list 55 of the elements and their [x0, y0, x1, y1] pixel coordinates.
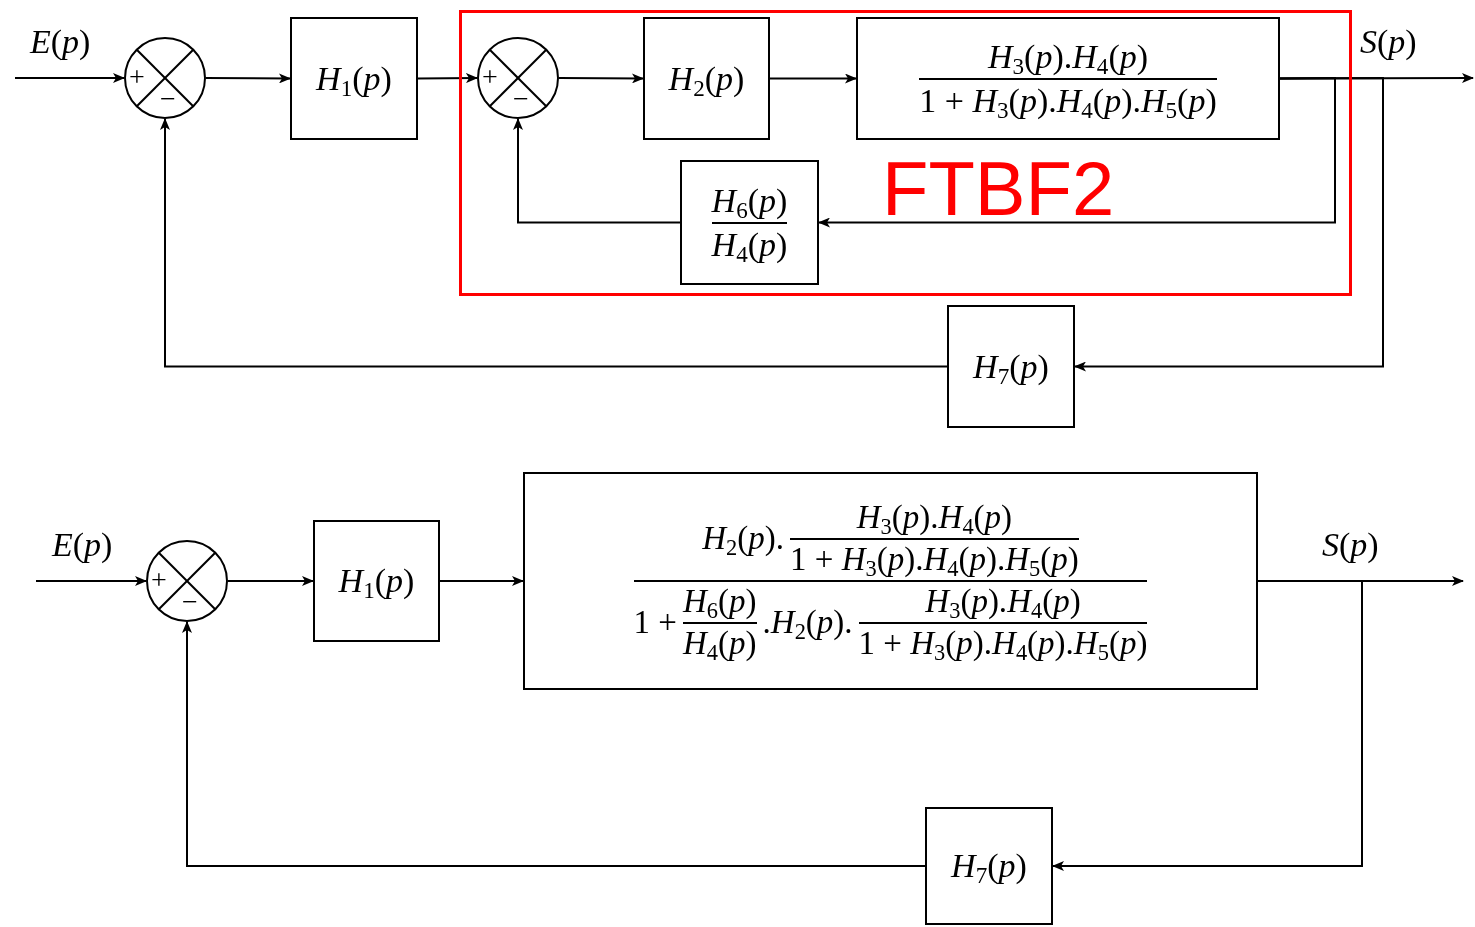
sign-label: +	[151, 566, 167, 594]
formula-text: H$_{2}$(p)	[668, 58, 745, 99]
sign-label: −	[160, 85, 176, 113]
formula-text: H$_{6}$(p)	[682, 583, 757, 621]
arrow	[160, 118, 948, 368]
block-box	[947, 305, 1075, 428]
block-box	[313, 520, 440, 642]
formula-text: 1 + H$_{3}$(p).H$_{4}$(p).H$_{5}$(p)	[919, 80, 1217, 120]
formula-text: H$_{7}$(p)	[973, 346, 1049, 387]
sign-label: −	[182, 588, 198, 616]
formula-text: 1 +	[633, 603, 677, 642]
formula-text: H$_{3}$(p).H$_{4}$(p)	[856, 499, 1013, 538]
block-box	[680, 160, 819, 285]
frame-title: FTBF2	[882, 151, 1115, 227]
arrow	[1074, 77, 1384, 372]
arrow	[513, 118, 681, 224]
block-box	[856, 17, 1280, 140]
signal-label: S(p)	[1322, 525, 1379, 565]
summing-junction	[146, 540, 228, 622]
arrow	[769, 73, 857, 84]
arrow	[182, 621, 926, 867]
signal-label: E(p)	[52, 525, 113, 565]
arrow	[14, 73, 125, 83]
formula-text: 1 + H$_{3}$(p).H$_{4}$(p).H$_{5}$(p)	[858, 624, 1148, 663]
sign-label: +	[482, 63, 498, 91]
formula-text: H$_{1}$(p)	[338, 561, 415, 601]
arrow	[818, 77, 1336, 228]
formula-text: H$_{4}$(p)	[682, 624, 757, 663]
arrow	[439, 576, 524, 586]
block-box	[523, 472, 1258, 690]
formula-text: H$_{4}$(p)	[711, 224, 788, 264]
summing-junction	[477, 37, 559, 119]
signal-label: S(p)	[1360, 22, 1417, 62]
arrow	[417, 73, 478, 84]
summing-junction	[124, 37, 206, 119]
formula-text: .H$_{2}$(p).	[762, 603, 853, 642]
highlight-frame	[459, 10, 1352, 296]
sign-label: −	[513, 85, 529, 113]
formula-text: 1 + H$_{3}$(p).H$_{4}$(p).H$_{5}$(p)	[790, 541, 1079, 579]
formula-text: H$_{6}$(p)	[711, 181, 788, 221]
arrow	[227, 576, 314, 586]
formula-text: H$_{3}$(p).H$_{4}$(p)	[987, 37, 1149, 77]
formula-text: H$_{7}$(p)	[951, 846, 1027, 886]
block-box	[290, 17, 418, 140]
formula-text: H$_{2}$(p).	[702, 520, 784, 559]
sign-label: +	[129, 63, 145, 91]
arrow	[1052, 580, 1363, 871]
formula-text: H$_{1}$(p)	[316, 58, 392, 99]
block-box	[643, 17, 770, 140]
arrow	[558, 73, 644, 84]
arrow	[35, 576, 147, 586]
signal-label: E(p)	[30, 22, 91, 62]
arrow	[205, 73, 291, 84]
block-box	[925, 807, 1053, 925]
formula-text: H$_{3}$(p).H$_{4}$(p)	[925, 583, 1081, 621]
